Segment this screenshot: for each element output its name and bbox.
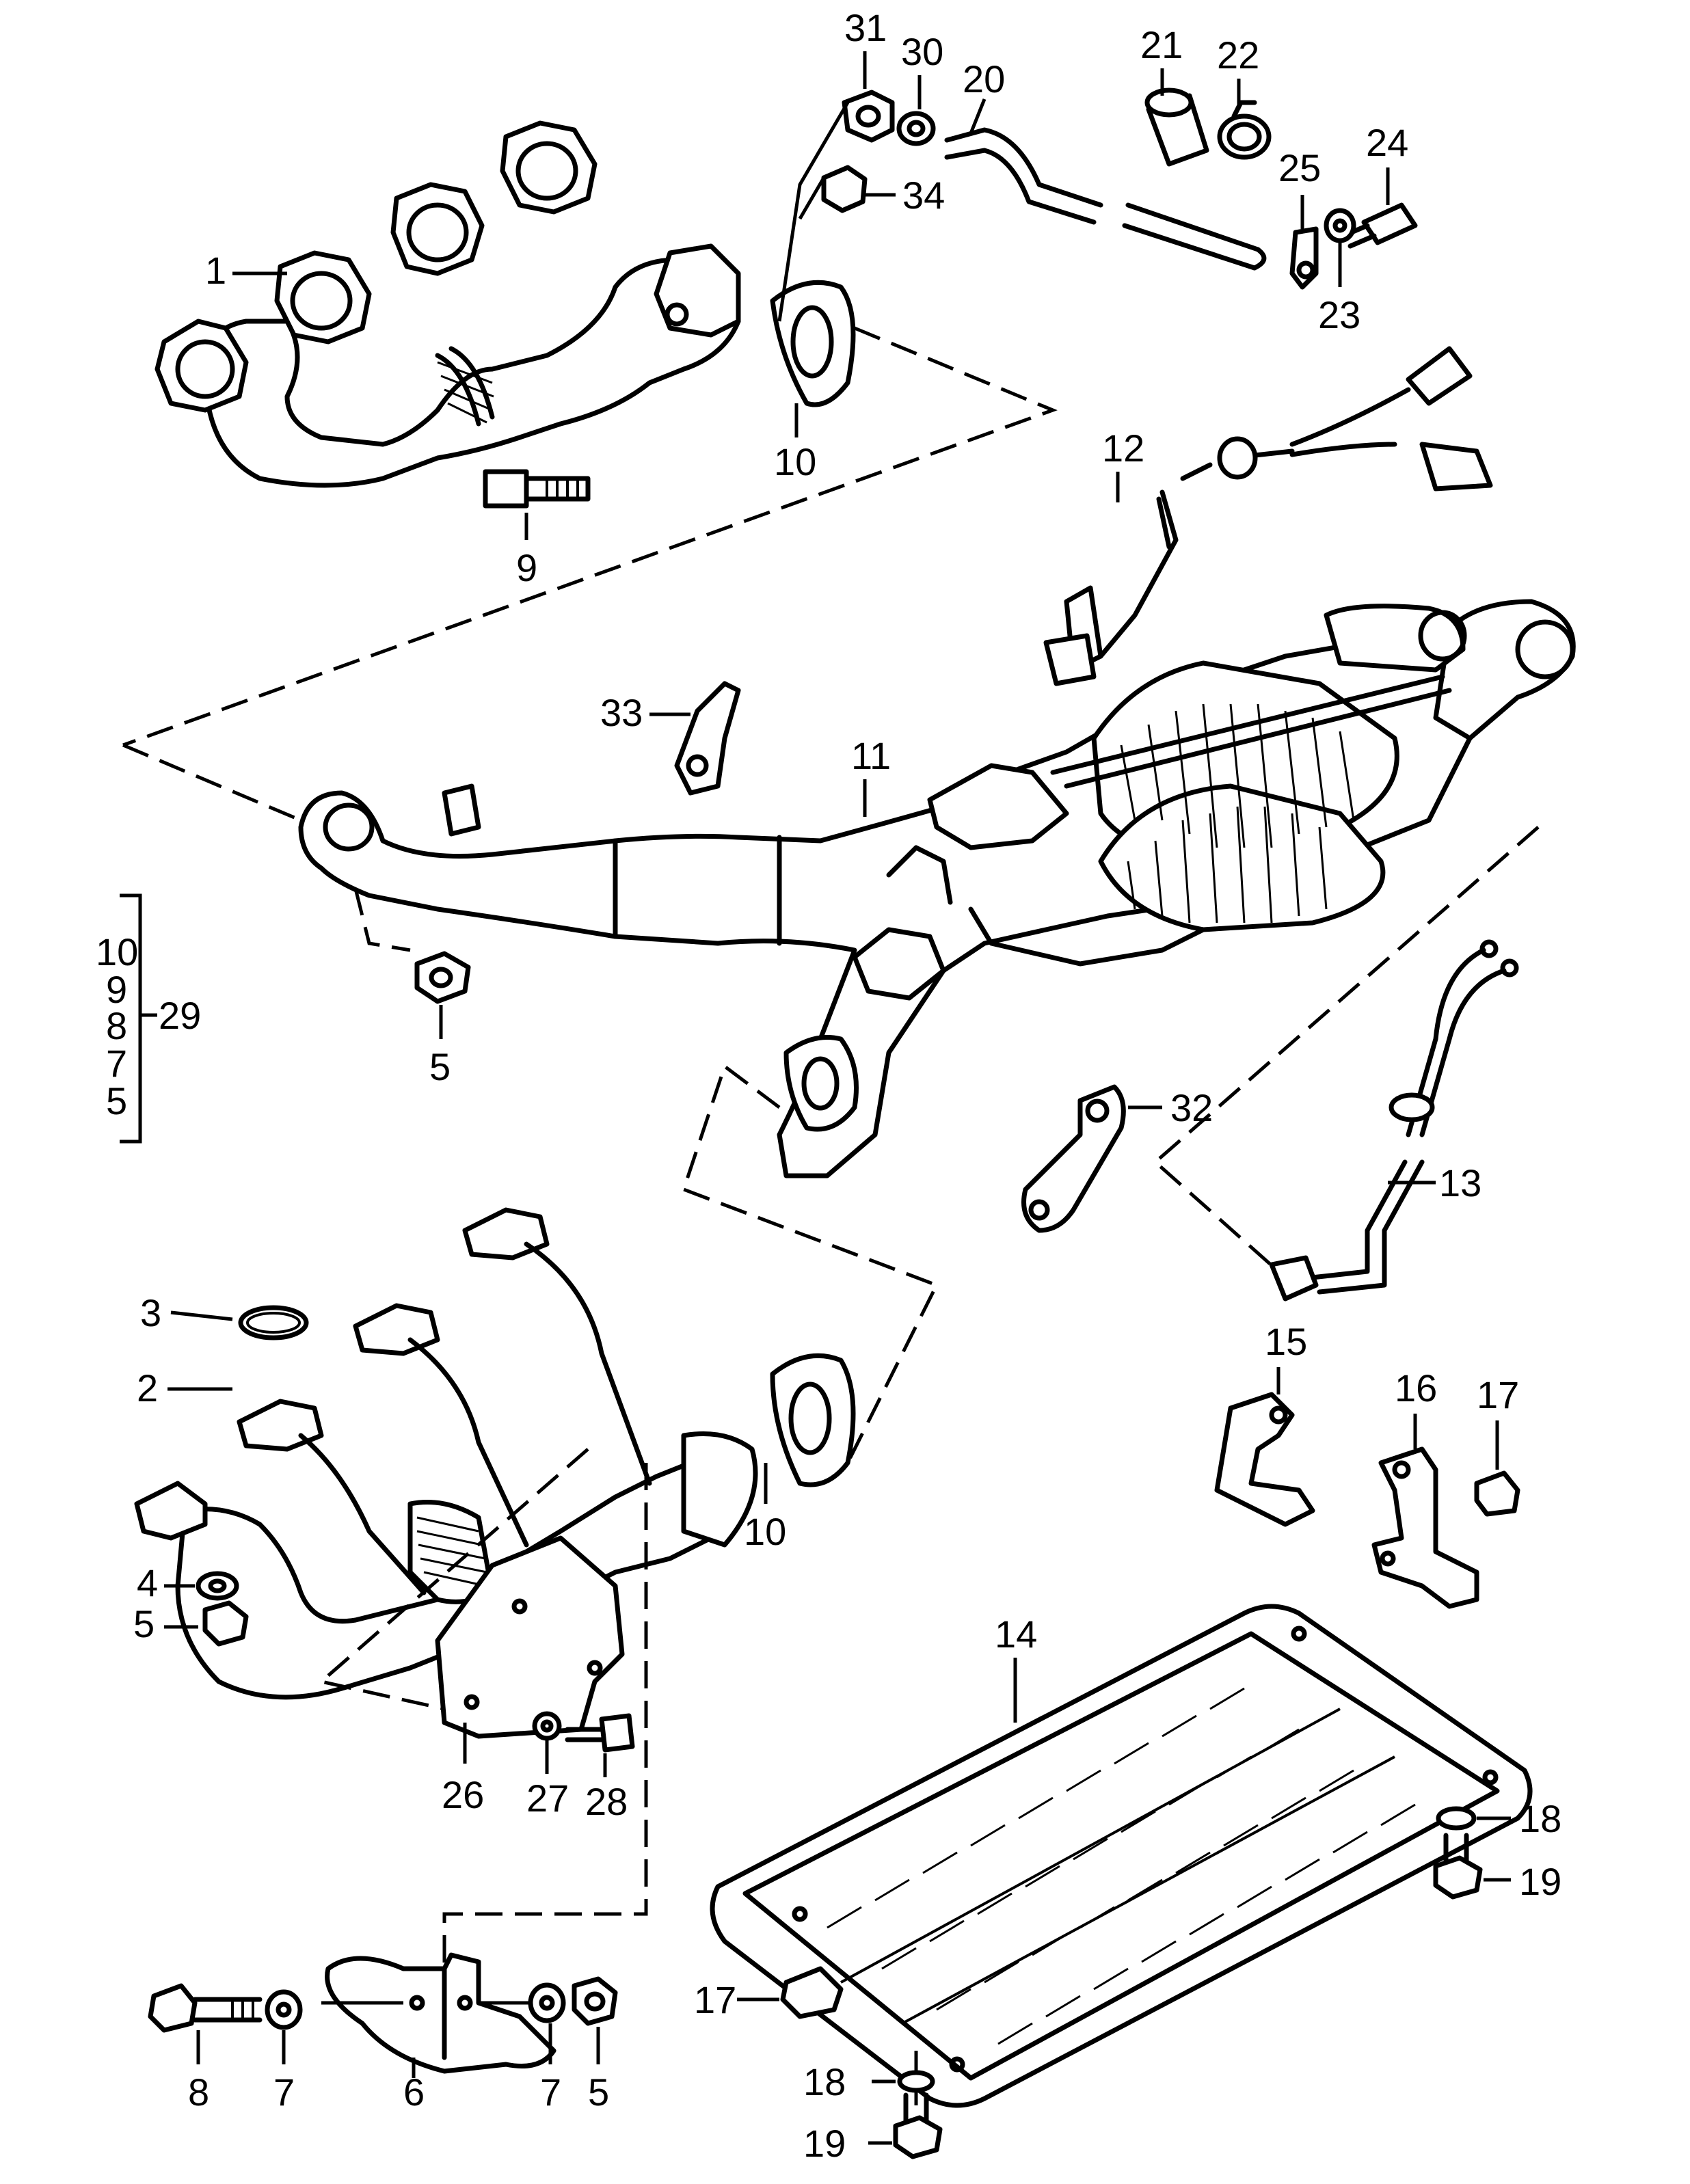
callout-7-right: 7 — [540, 2071, 561, 2114]
part-25-bracket — [1289, 226, 1319, 290]
kit-item-9: 9 — [106, 968, 127, 1011]
part-12-oxygen-sensor — [1043, 346, 1493, 686]
part-18-washer-bottom — [897, 2070, 935, 2093]
callout-20: 20 — [963, 57, 1005, 100]
part-14-underbody-tray — [710, 1604, 1533, 2108]
part-22-clamp — [1217, 100, 1272, 160]
part-16-bracket — [1371, 1446, 1479, 1609]
part-10-gasket-lower — [770, 1353, 856, 1487]
part-1-upper-manifold — [155, 120, 741, 488]
kit-item-10: 10 — [96, 930, 138, 973]
part-17-clip-lower — [780, 1966, 844, 2019]
callout-13: 13 — [1439, 1161, 1481, 1204]
callout-5-lower: 5 — [133, 1602, 155, 1645]
part-8-bolt — [148, 1983, 263, 2033]
part-19-bolt-bottom — [893, 2092, 943, 2159]
part-19-bolt-right — [1433, 1833, 1483, 1900]
part-26-heat-shield — [435, 1535, 625, 1739]
callout-22: 22 — [1217, 33, 1259, 77]
callout-31: 31 — [844, 6, 887, 49]
callout-4: 4 — [137, 1561, 158, 1604]
kit-29-group: 10 9 8 7 5 29 — [96, 893, 201, 1144]
part-5-nut-lower — [202, 1600, 249, 1647]
part-27-washer — [532, 1711, 562, 1741]
callout-18-bottom: 18 — [803, 2060, 846, 2103]
kit-label-29: 29 — [159, 994, 201, 1037]
part-9-bolt — [483, 469, 591, 509]
callout-10-upper: 10 — [774, 440, 816, 483]
callout-9: 9 — [516, 546, 537, 589]
part-23-washer — [1324, 208, 1356, 243]
callout-24: 24 — [1366, 121, 1408, 164]
part-30-washer — [896, 111, 936, 146]
callout-7-left: 7 — [273, 2071, 295, 2114]
kit-item-7: 7 — [106, 1042, 127, 1085]
part-7-washer-left — [265, 1989, 303, 2030]
part-21-hose — [1144, 87, 1209, 167]
callout-10-lower: 10 — [744, 1510, 786, 1553]
callout-26: 26 — [442, 1773, 484, 1816]
kit-item-5: 5 — [106, 1079, 127, 1122]
callout-8: 8 — [188, 2071, 209, 2114]
callout-3: 3 — [140, 1291, 161, 1334]
part-5-nut-pipe — [414, 951, 471, 1004]
callout-6: 6 — [403, 2071, 425, 2114]
callout-21: 21 — [1140, 23, 1183, 66]
part-4-washer — [196, 1571, 239, 1601]
callout-2: 2 — [137, 1366, 158, 1410]
callout-34: 34 — [902, 174, 945, 217]
callout-14: 14 — [995, 1613, 1037, 1656]
callout-28: 28 — [585, 1780, 628, 1823]
part-2-lower-manifold — [134, 1207, 758, 1700]
callout-32: 32 — [1170, 1086, 1213, 1129]
kit-item-8: 8 — [106, 1004, 127, 1047]
callout-15: 15 — [1265, 1320, 1307, 1363]
part-18-washer-right — [1436, 1806, 1477, 1831]
callout-11: 11 — [851, 734, 891, 777]
callout-5-pipe: 5 — [429, 1045, 451, 1088]
callout-5-bottom: 5 — [588, 2071, 609, 2114]
part-17-clip-upper — [1474, 1470, 1520, 1517]
part-15-bracket — [1214, 1392, 1315, 1527]
part-6-heat-shield — [325, 1952, 556, 2074]
callout-17-upper: 17 — [1477, 1373, 1519, 1416]
part-3-ring — [238, 1305, 309, 1340]
callout-23: 23 — [1318, 293, 1360, 336]
part-13-oxygen-sensor — [1269, 939, 1519, 1302]
callout-33: 33 — [600, 691, 643, 734]
callout-16: 16 — [1395, 1366, 1437, 1410]
part-31-nut — [842, 90, 895, 143]
part-11-catalytic-converter — [298, 599, 1576, 1178]
part-34-nut — [821, 165, 868, 213]
callout-19-right: 19 — [1519, 1860, 1561, 1903]
part-33-bracket — [674, 681, 741, 796]
callout-30: 30 — [901, 30, 943, 73]
part-7-washer-right — [528, 1982, 566, 2023]
callout-17-lower: 17 — [694, 1978, 736, 2021]
callout-25: 25 — [1278, 146, 1321, 189]
part-28-bolt — [565, 1713, 635, 1753]
callout-1: 1 — [205, 249, 226, 292]
callout-27: 27 — [526, 1777, 569, 1820]
part-10-gasket-upper — [770, 280, 856, 407]
callout-12: 12 — [1102, 427, 1144, 470]
callout-18-right: 18 — [1519, 1797, 1561, 1840]
part-32-bracket — [1021, 1084, 1126, 1233]
part-5-nut-bottom — [572, 1976, 618, 2026]
part-20-pipe — [944, 127, 1267, 271]
callout-19-bottom: 19 — [803, 2122, 846, 2165]
